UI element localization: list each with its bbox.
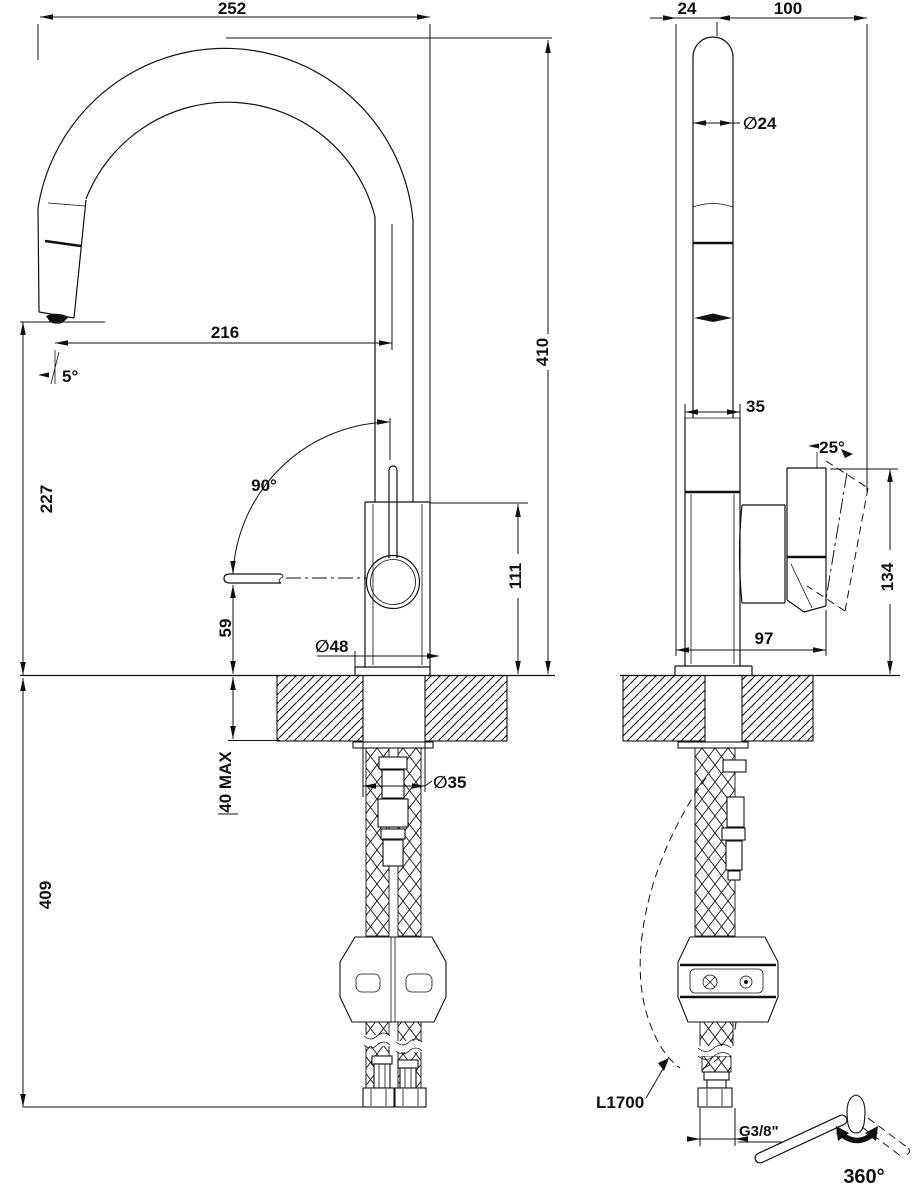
front-spout-arch — [37, 47, 414, 502]
dim-label-5: 5° — [62, 367, 78, 386]
front-dim-227: 227 — [20, 322, 56, 675]
dim-label-40max: 40 MAX — [216, 751, 235, 813]
front-handle — [223, 465, 421, 610]
dim-label-111: 111 — [506, 563, 525, 590]
dim-label-35hole: ∅35 — [433, 773, 466, 792]
side-dim-97: 97 — [676, 610, 827, 656]
side-dim-24-100: 24 100 — [650, 0, 868, 656]
front-hose-ends — [362, 1021, 427, 1108]
front-dim-216: 216 — [55, 224, 393, 350]
front-dim-90deg: 90° — [230, 418, 391, 575]
dim-label-59: 59 — [216, 619, 235, 638]
front-view: 90° — [20, 0, 555, 1108]
dim-label-409: 409 — [36, 881, 55, 909]
front-spray-head — [37, 199, 87, 324]
front-underdeck — [352, 741, 434, 937]
side-hose-end — [697, 1021, 735, 1108]
front-dim-40max: 40 MAX — [216, 677, 280, 815]
side-dim-134: 134 — [830, 468, 898, 674]
side-hose-weight — [677, 936, 779, 1023]
front-hose-weight — [339, 936, 447, 1023]
front-dim-409: 409 — [20, 678, 423, 1108]
front-dim-5deg: 5° — [20, 321, 105, 386]
spray-outlet-tip — [46, 313, 69, 324]
front-dim-252: 252 — [37, 0, 431, 502]
dim-label-35: 35 — [746, 397, 765, 416]
lever-knob-icon — [846, 1094, 866, 1134]
front-dim-59: 59 — [216, 585, 236, 674]
side-dim-d24: ∅24 — [693, 114, 777, 133]
dim-label-48: ∅48 — [315, 637, 348, 656]
dim-label-25: 25° — [819, 438, 845, 457]
side-dim-35: 35 — [684, 397, 765, 418]
side-handle — [738, 452, 869, 613]
swivel-360-icon: 360° — [754, 1094, 910, 1188]
dim-label-227: 227 — [37, 485, 56, 513]
dim-label-134: 134 — [878, 562, 897, 591]
front-dim-410: 410 — [226, 37, 552, 674]
side-column — [674, 36, 753, 675]
side-counter — [620, 674, 900, 749]
front-dim-48: ∅48 — [315, 637, 440, 669]
side-view: 25° — [596, 0, 910, 1188]
label-hose-length: L1700 — [596, 1093, 644, 1112]
dim-label-thread: G3/8" — [739, 1123, 779, 1140]
side-label-hose-length: L1700 — [596, 1058, 669, 1112]
side-dim-thread: G3/8" — [687, 1108, 794, 1146]
dim-label-216: 216 — [211, 323, 239, 342]
side-underdeck — [694, 747, 747, 937]
dim-label-410: 410 — [533, 338, 552, 366]
side-aerator-mark — [694, 313, 732, 322]
front-dim-111: 111 — [430, 502, 528, 674]
dim-label-24: 24 — [678, 0, 697, 18]
side-dim-25deg: 25° — [808, 438, 853, 458]
dim-label-100: 100 — [774, 0, 802, 18]
front-dim-35hole: ∅35 — [362, 676, 466, 797]
dim-label-90: 90° — [251, 476, 277, 495]
dim-label-97: 97 — [755, 629, 774, 648]
front-counter — [20, 674, 555, 742]
label-swivel: 360° — [843, 1166, 884, 1188]
dim-label-d24: ∅24 — [743, 114, 777, 133]
dim-label-252: 252 — [218, 0, 246, 18]
